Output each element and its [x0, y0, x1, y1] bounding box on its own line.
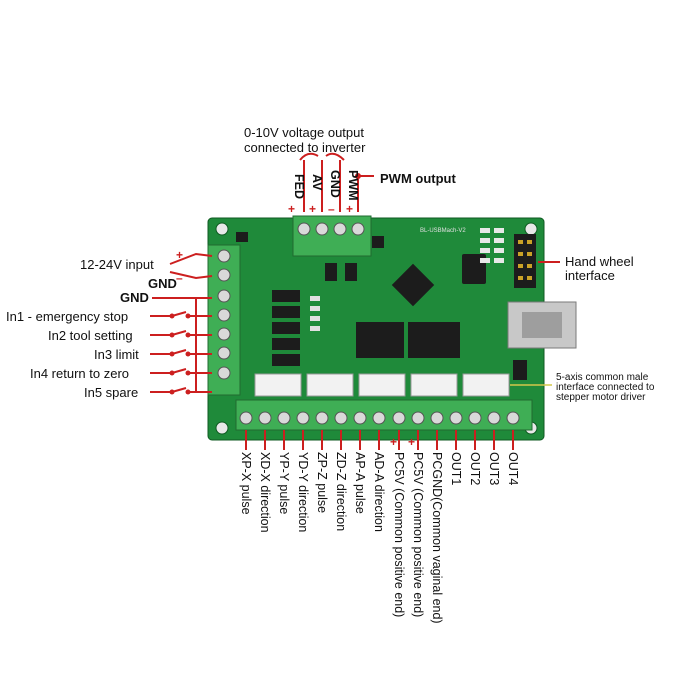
- left-screws: [217, 249, 231, 380]
- input-in1: In1 - emergency stop: [6, 309, 129, 324]
- small-components: [236, 232, 527, 380]
- pin-xd: XD-X direction: [258, 452, 272, 533]
- led-array: [480, 228, 504, 263]
- top-pin-fed: FED: [292, 174, 306, 199]
- optocouplers: [272, 290, 300, 366]
- gnd-label: GND: [120, 290, 149, 305]
- header-pins: [518, 240, 532, 280]
- pin-pc5v-2: PC5V (Common positive end): [411, 452, 425, 618]
- top-pin-gnd: GND: [328, 170, 342, 198]
- input-in2: In2 tool setting: [48, 328, 133, 343]
- mount-hole: [215, 421, 229, 435]
- top-polarity-3: –: [328, 202, 335, 216]
- pin-zd: ZD-Z direction: [334, 452, 348, 532]
- stepper-interface-label: 5-axis common male interface connected t…: [556, 372, 655, 403]
- power-gnd-label: GND: [148, 276, 177, 291]
- power-minus-mark: –: [176, 271, 183, 285]
- top-terminal-block: [292, 215, 372, 257]
- power-plus-mark: +: [176, 248, 183, 262]
- pwm-output-label: PWM output: [380, 171, 456, 186]
- driver-ic-2: [408, 322, 460, 358]
- input-in3: In3 limit: [94, 347, 139, 362]
- top-screws: [297, 222, 365, 236]
- mount-hole: [215, 222, 229, 236]
- bottom-polarity-1: +: [390, 435, 397, 449]
- top-polarity-1: +: [288, 202, 295, 216]
- pin-pc5v-1: PC5V (Common positive end): [392, 452, 406, 618]
- usb-port: [522, 312, 562, 338]
- pin-pcgnd: PCGND(Common vaginal end): [430, 452, 444, 624]
- pin-out1: OUT1: [449, 452, 463, 486]
- switch-contacts: [169, 173, 361, 395]
- pin-zp: ZP-Z pulse: [315, 452, 329, 514]
- pin-out3: OUT3: [487, 452, 501, 486]
- pin-ad: AD-A direction: [372, 452, 386, 532]
- resistors: [310, 296, 320, 331]
- voltage-output-line1: 0-10V voltage output: [244, 125, 364, 140]
- pin-out2: OUT2: [468, 452, 482, 486]
- wires: [150, 152, 560, 450]
- pin-yd: YD-Y direction: [296, 452, 310, 533]
- axis-connectors: [254, 373, 510, 397]
- bottom-screws: [239, 411, 520, 425]
- input-in4: In4 return to zero: [30, 366, 129, 381]
- board-model: BL-USBMach-V2: [420, 228, 466, 234]
- input-in5: In5 spare: [84, 385, 139, 400]
- hand-wheel-label: Hand wheel interface: [565, 254, 634, 283]
- bottom-polarity-2: +: [408, 435, 415, 449]
- mount-hole: [524, 222, 538, 236]
- top-polarity-2: +: [309, 202, 316, 216]
- hand-wheel-header: [514, 234, 536, 288]
- pin-yp: YP-Y pulse: [277, 452, 291, 515]
- top-pin-pwm: PWM: [346, 170, 360, 201]
- pin-xp: XP-X pulse: [239, 452, 253, 515]
- top-polarity-4: +: [346, 202, 353, 216]
- voltage-output-line2: connected to inverter: [244, 140, 366, 155]
- pin-out4: OUT4: [506, 452, 520, 486]
- top-pin-av: AV: [310, 174, 324, 191]
- pin-ap: AP-A pulse: [353, 452, 367, 514]
- mcu-chip: [391, 263, 435, 307]
- power-input-label: 12-24V input: [80, 257, 154, 272]
- driver-ic-1: [356, 322, 404, 358]
